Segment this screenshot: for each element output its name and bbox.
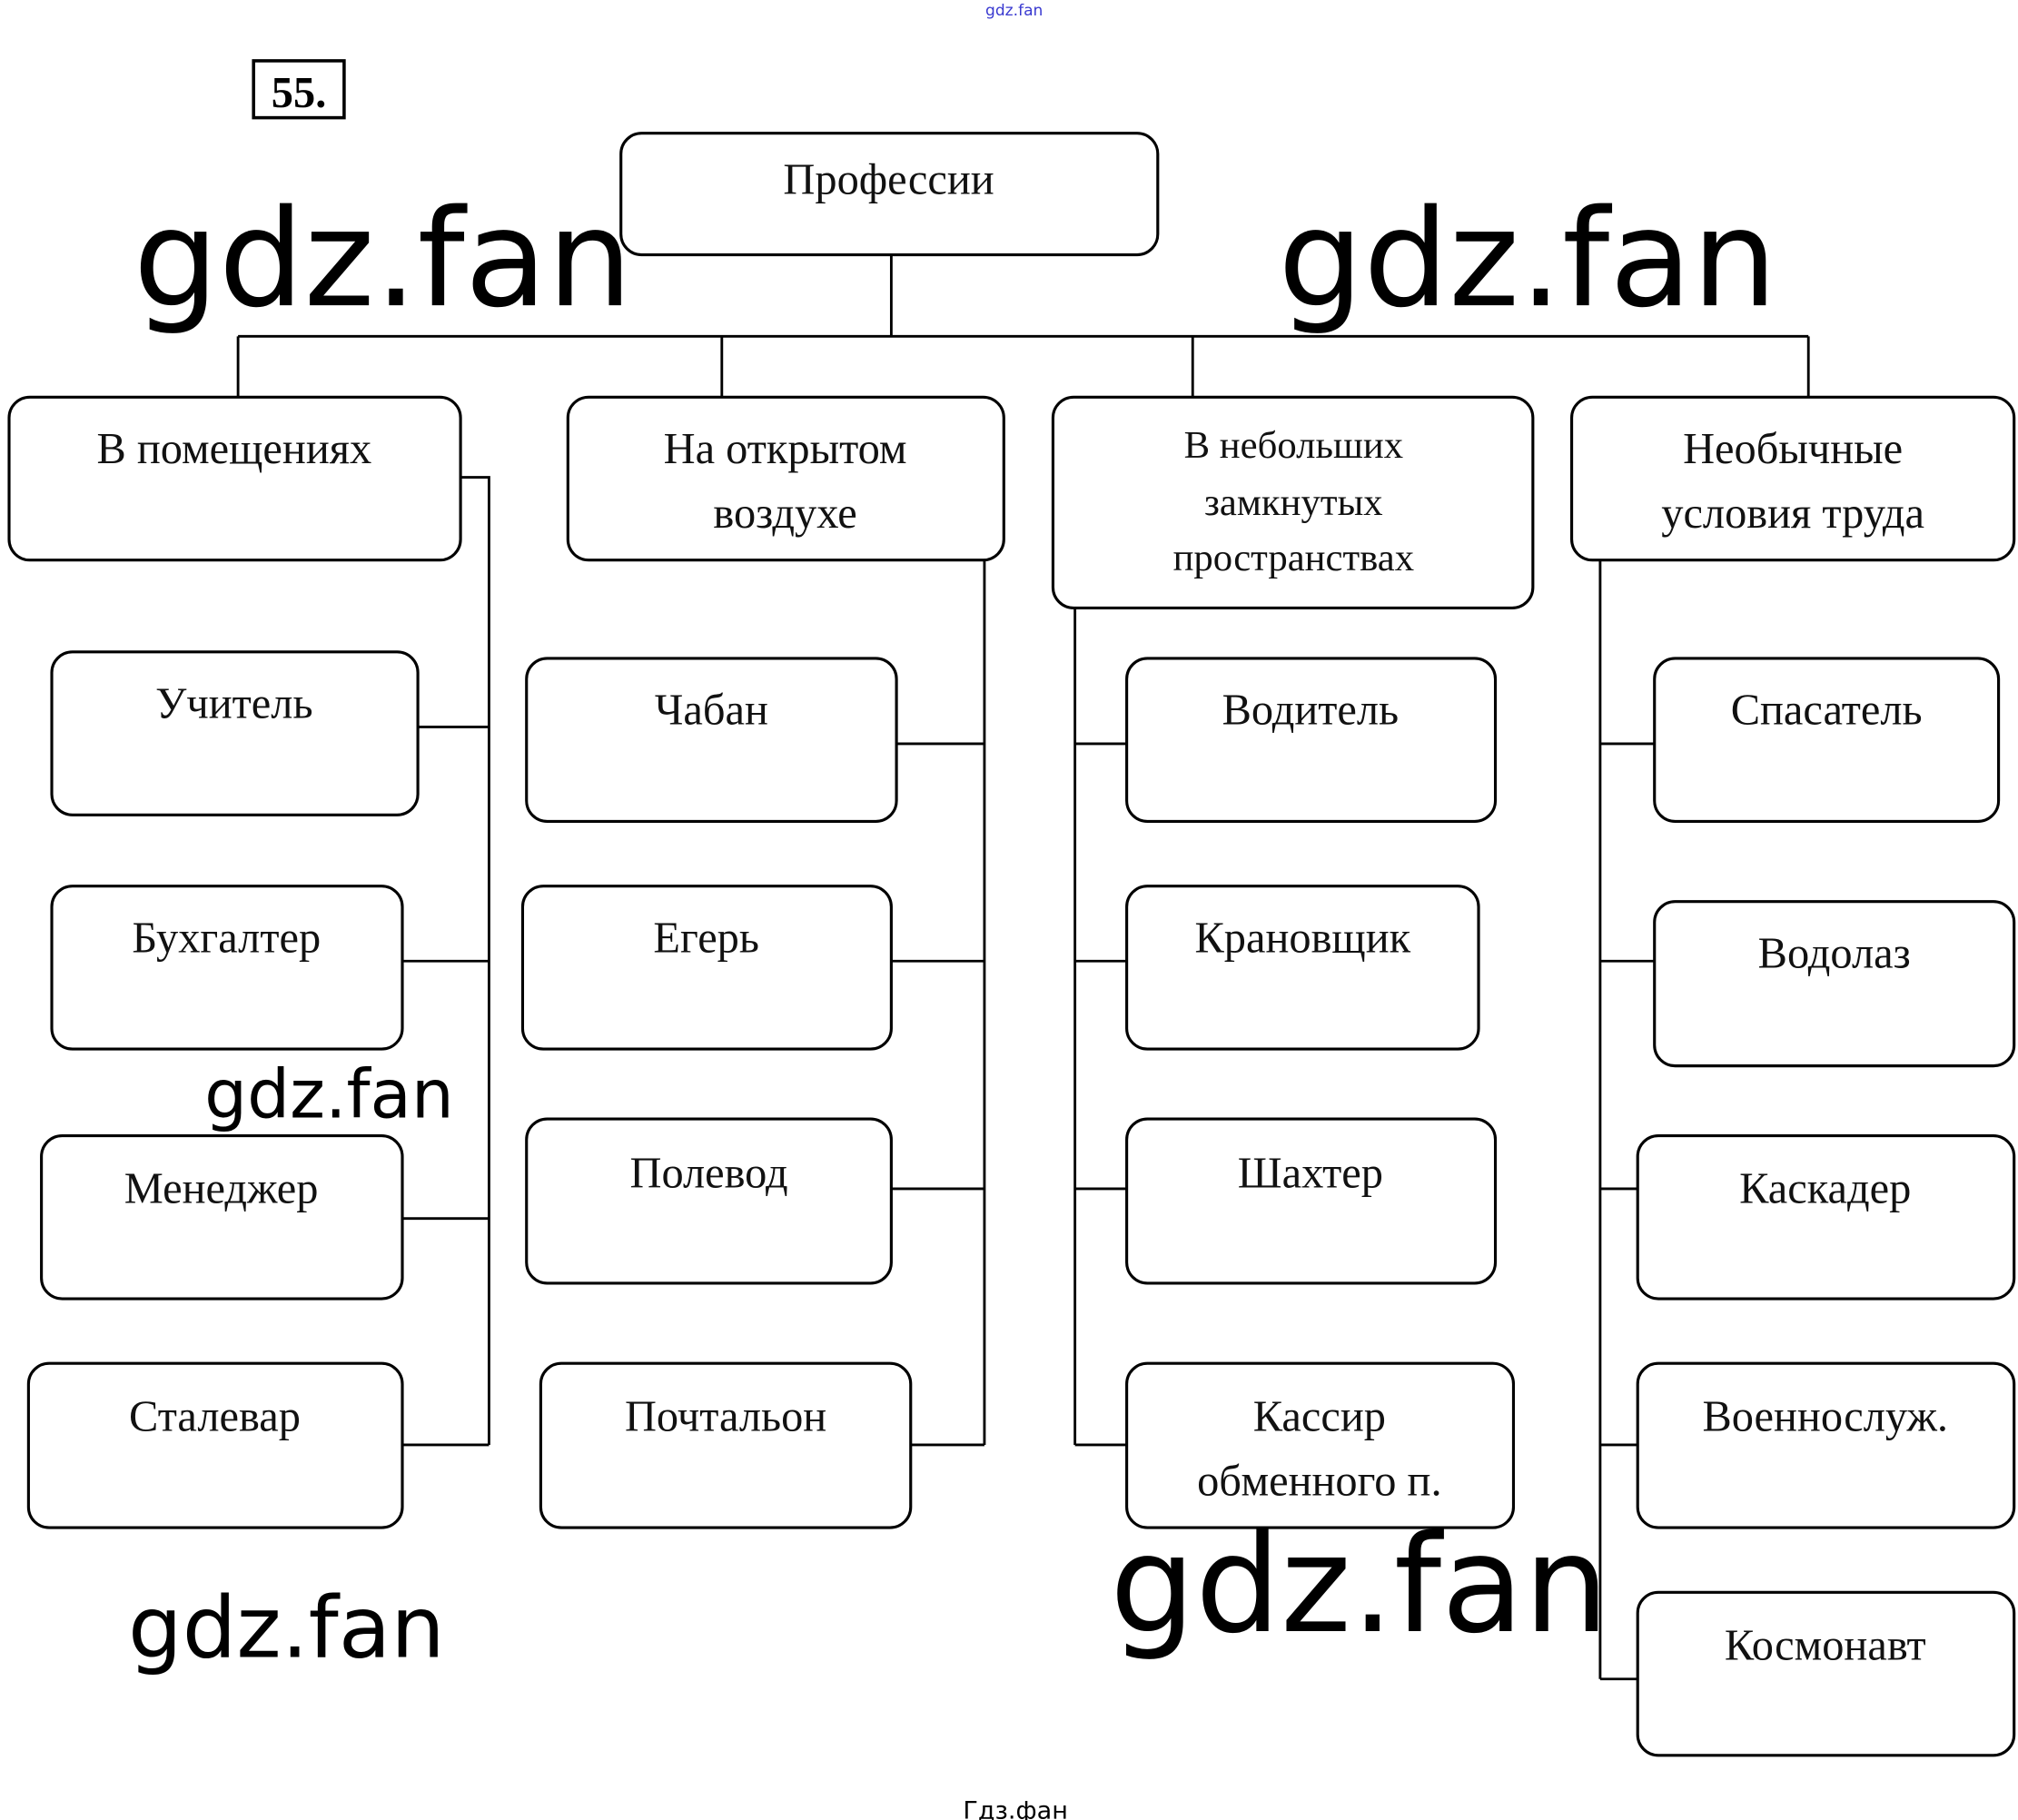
item-label: Бухгалтер	[132, 914, 321, 962]
item-label: Чабан	[655, 687, 768, 735]
root-label: Профессии	[783, 156, 994, 204]
watermark: gdz.fan	[204, 1056, 454, 1134]
item-manager: Менеджер	[40, 1133, 404, 1301]
item-label: обменного п.	[1197, 1457, 1441, 1505]
category-confined: В небольших замкнутых пространствах	[1051, 395, 1535, 609]
watermark: gdz.fan	[128, 1579, 445, 1678]
item-label: Шахтер	[1238, 1150, 1383, 1198]
item-cashier: Кассир обменного п.	[1125, 1361, 1516, 1529]
watermark: gdz.fan	[134, 181, 633, 337]
item-label: Сталевар	[129, 1392, 301, 1440]
category-unusual: Необычные условия труда	[1570, 395, 2016, 562]
item-label: Военнослуж.	[1702, 1392, 1948, 1440]
watermark-top: gdz.fan	[985, 2, 1043, 20]
item-label: Крановщик	[1194, 914, 1410, 962]
category-label: Необычные	[1683, 425, 1903, 473]
watermark-bottom: Гдз.фан	[963, 1797, 1068, 1820]
root-node: Профессии	[619, 132, 1160, 257]
item-huntsman: Егерь	[520, 885, 893, 1051]
watermark: gdz.fan	[1278, 181, 1777, 337]
category-label: условия труда	[1661, 490, 1924, 538]
item-label: Спасатель	[1731, 687, 1923, 735]
task-number: 55.	[272, 69, 327, 117]
item-miner: Шахтер	[1125, 1117, 1498, 1285]
category-indoors: В помещениях	[7, 395, 462, 562]
item-label: Водолаз	[1758, 929, 1911, 977]
category-label: пространствах	[1173, 537, 1415, 579]
category-label: замкнутых	[1204, 481, 1383, 524]
item-accountant: Бухгалтер	[50, 885, 404, 1051]
item-postman: Почтальон	[539, 1361, 913, 1529]
item-label: Кассир	[1253, 1392, 1386, 1440]
watermark: gdz.fan	[1110, 1507, 1609, 1663]
item-diver: Водолаз	[1653, 900, 2016, 1068]
item-crane-operator: Крановщик	[1125, 885, 1480, 1051]
item-steelworker: Сталевар	[26, 1361, 404, 1529]
category-label: В помещениях	[96, 425, 371, 473]
item-label: Космонавт	[1725, 1621, 1926, 1669]
item-teacher: Учитель	[50, 650, 420, 816]
item-label: Егерь	[653, 914, 759, 962]
item-shepherd: Чабан	[525, 657, 898, 824]
item-field-grower: Полевод	[525, 1117, 893, 1285]
item-stuntman: Каскадер	[1636, 1133, 2016, 1301]
item-driver: Водитель	[1125, 657, 1498, 824]
category-label: воздухе	[713, 490, 856, 538]
item-label: Почтальон	[625, 1392, 826, 1440]
connectors	[236, 254, 1810, 1681]
item-label: Менеджер	[124, 1165, 319, 1213]
item-label: Учитель	[155, 679, 312, 727]
item-label: Каскадер	[1739, 1165, 1911, 1213]
item-label: Полевод	[629, 1150, 787, 1198]
task-number-box	[252, 59, 346, 120]
category-label: В небольших	[1184, 424, 1403, 467]
category-outdoors: На открытом воздухе	[566, 395, 1005, 562]
item-label: Водитель	[1222, 687, 1400, 735]
item-cosmonaut: Космонавт	[1636, 1590, 2016, 1757]
category-label: На открытом	[664, 425, 907, 473]
item-rescuer: Спасатель	[1653, 657, 2001, 824]
item-serviceman: Военнослуж.	[1636, 1361, 2016, 1529]
